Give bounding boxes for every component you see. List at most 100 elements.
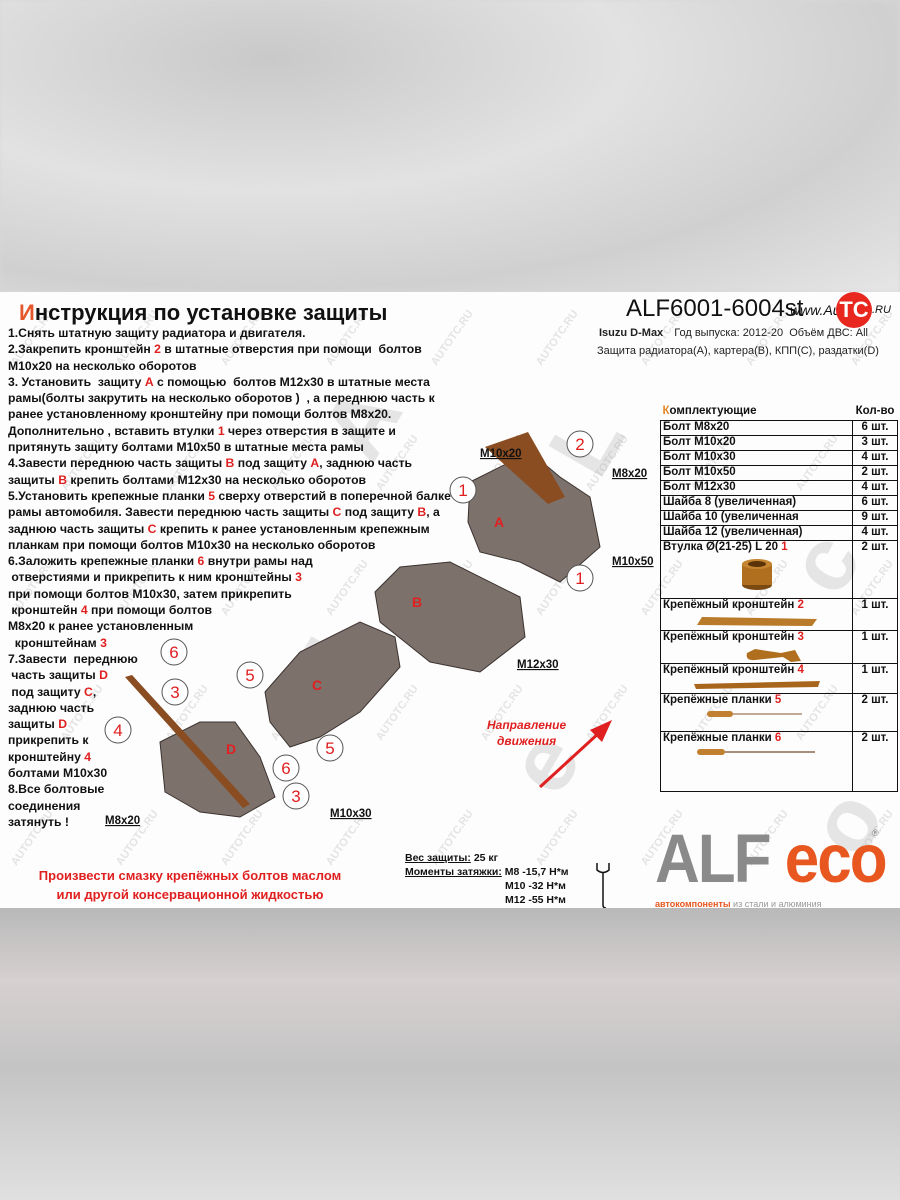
instruction-line: М8х20 к ранее установленным — [8, 618, 451, 634]
instruction-text: внутри рамы над — [204, 554, 313, 569]
instruction-text: через отверстия в защите и — [224, 423, 396, 438]
lube-line-2: или другой консервационной жидкостью — [56, 887, 324, 902]
instruction-line: защиты В крепить болтами М12х30 на неско… — [8, 472, 451, 488]
instruction-line: прикрепить к — [8, 732, 451, 748]
instruction-line: 3. Установить защиту А с помощью болтов … — [8, 374, 451, 390]
instruction-text: , заднюю часть — [319, 456, 413, 471]
part-qty: 1 шт. — [852, 662, 898, 694]
autotc-logo: TC — [836, 292, 872, 328]
instruction-text: 1.Снять штатную защиту радиатора и двига… — [8, 326, 306, 340]
part-name: Крепёжный кронштейн 2 — [660, 597, 853, 631]
instruction-line: 5.Установить крепежные планки 5 сверху о… — [8, 488, 451, 504]
part-qty: 3 шт. — [852, 434, 898, 451]
callout-number: 3 — [291, 787, 300, 806]
reference-marker: D — [99, 668, 108, 683]
instruction-text: рамы автомобиля. Завести переднюю часть … — [8, 505, 333, 520]
part-label: Крепёжный кронштейн — [663, 663, 798, 676]
specs-block: Вес защиты: 25 кг Моменты затяжки: М8 -1… — [405, 851, 610, 908]
instruction-text: 8.Все болтовые — [8, 782, 105, 797]
instruction-text: сверху отверстий в поперечной балке — [215, 488, 451, 503]
page-title: Инструкция по установке защиты — [19, 300, 387, 326]
instruction-line: 7.Завести переднюю — [8, 651, 451, 667]
part-label: Крепёжный кронштейн — [663, 630, 798, 643]
brand-tagline: автокомпоненты из стали и алюминия — [655, 899, 822, 908]
reference-marker: 4 — [84, 749, 92, 764]
instructions-list: 1.Снять штатную защиту радиатора и двига… — [8, 325, 451, 830]
callout-circle — [161, 678, 189, 706]
callout-circle — [566, 430, 594, 458]
part-qty: 9 шт. — [852, 509, 898, 526]
instruction-line: 1.Снять штатную защиту радиатора и двига… — [8, 325, 451, 341]
part-qty: 4 шт. — [852, 524, 898, 541]
instruction-line: защиты D — [8, 716, 451, 732]
instruction-text: соединения — [8, 798, 81, 813]
instruction-text: 5.Установить крепежные планки — [8, 488, 209, 503]
callout-circle — [160, 638, 188, 666]
part-label: Крепёжные планки — [663, 731, 775, 744]
reference-marker: D — [58, 717, 68, 732]
bolt-label: M10x20 — [480, 448, 522, 460]
instruction-text: 2.Закрепить кронштейн — [8, 342, 155, 357]
part-number: 2 — [797, 598, 804, 611]
instruction-line: при помощи болтов М10х30, затем прикрепи… — [8, 586, 451, 602]
instruction-text: планкам при помощи болтов М10х30 на неск… — [8, 537, 376, 552]
tagline-main: автокомпоненты — [655, 899, 731, 908]
part-name: Крепёжный кронштейн 4 — [660, 662, 853, 694]
part-number: 5 — [774, 693, 782, 706]
instruction-line: кронштейнам 3 — [8, 635, 451, 651]
reference-marker: 6 — [197, 554, 205, 569]
instruction-text: под защиту — [341, 505, 418, 520]
reference-marker: 1 — [217, 423, 225, 438]
part-qty: 4 шт. — [852, 479, 898, 496]
instruction-text: под защиту — [8, 684, 85, 699]
instruction-text: защиты — [8, 717, 59, 732]
callout-number: 4 — [113, 721, 122, 740]
reference-marker: С — [332, 505, 342, 520]
part-name: Болт М10х20 — [660, 434, 853, 451]
instruction-text: , а — [426, 505, 440, 520]
direction-label: движения — [497, 734, 556, 748]
instruction-text: прикрепить к — [8, 733, 89, 748]
reference-marker: 3 — [100, 635, 107, 650]
part-name: Болт М8х20 — [660, 419, 853, 436]
reference-marker: С — [147, 521, 157, 536]
reference-marker: В — [225, 456, 235, 471]
part-label: Крепёжные планки — [663, 693, 775, 706]
part-name: Шайба 12 (увеличенная) — [660, 524, 853, 541]
header-qty: Кол-во — [852, 405, 898, 421]
callout-circle — [449, 476, 477, 504]
plate-label: B — [412, 594, 422, 610]
instruction-line: затянуть ! — [8, 814, 451, 830]
part-name: Болт М10х50 — [660, 464, 853, 481]
bolt-label: M10x50 — [612, 556, 654, 568]
part-name: Крепёжные планки 5 — [660, 692, 853, 732]
instruction-line: кронштейн 4 при помощи болтов — [8, 602, 451, 618]
instruction-line: заднюю часть защиты С крепить к ранее ус… — [8, 521, 451, 537]
instruction-text: 4.Завести переднюю часть защиты — [8, 456, 226, 471]
torque-m10: М10 -32 Н*м — [505, 880, 566, 892]
part-name: Крепёжный кронштейн 3 — [660, 629, 853, 664]
instruction-text: при помощи болтов М10х30, затем прикрепи… — [8, 586, 292, 601]
instruction-text: 6.Заложить крепежные планки — [8, 554, 198, 569]
instruction-line: болтами М10х30 — [8, 765, 451, 781]
instruction-text: 7.Завести переднюю — [8, 651, 138, 666]
plate-6-icon — [663, 748, 850, 756]
reference-marker: А — [310, 456, 320, 471]
callout-number: 3 — [170, 683, 179, 702]
callout-circle — [236, 661, 264, 689]
part-name: Шайба 8 (увеличенная) — [660, 494, 853, 511]
instruction-text: ранее установленному кронштейну при помо… — [8, 407, 392, 422]
instruction-text: при помощи болтов — [87, 603, 213, 618]
bracket-3-icon — [663, 647, 850, 663]
instruction-text: затянуть ! — [8, 814, 69, 829]
callout-circle — [104, 716, 132, 744]
